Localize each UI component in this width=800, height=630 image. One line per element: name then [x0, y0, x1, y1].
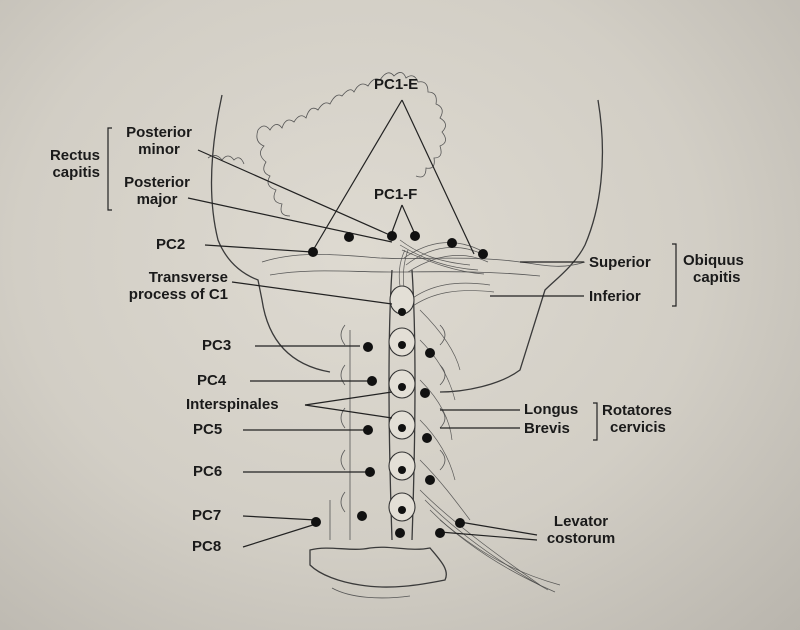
acupoints [308, 231, 488, 538]
label-rectus-capitis: Rectus capitis [28, 147, 100, 181]
label-levator-costorum: Levator costorum [536, 513, 626, 547]
label-transverse: Transverse [148, 269, 228, 286]
acupoint-pc1f-right [410, 231, 420, 241]
label-capitis-left: capitis [52, 164, 100, 181]
cranial-suture [257, 72, 446, 178]
label-pc7: PC7 [192, 507, 222, 524]
label-minor: minor [138, 141, 180, 158]
rectus-capitis-bracket [107, 127, 112, 211]
acupoint-c5-right [422, 433, 432, 443]
label-superior: Superior [589, 254, 651, 271]
label-rectus: Rectus [49, 147, 100, 164]
label-capitis-right: capitis [693, 269, 741, 286]
acupoint-c5-spine [398, 424, 406, 432]
label-pc8: PC8 [192, 538, 222, 555]
acupoint-c3-spine [398, 341, 406, 349]
acupoint-pc1f-left [387, 231, 397, 241]
acupoint-pc1e-right-a [447, 238, 457, 248]
thoracic-vertebra [309, 546, 447, 588]
label-posterior-2: Posterior [124, 174, 190, 191]
leader-lines [187, 99, 584, 548]
label-pc1-f: PC1-F [374, 186, 418, 203]
acupoint-pc7 [311, 517, 321, 527]
acupoint-c3-right [425, 348, 435, 358]
acupoint-c7-spine [398, 506, 406, 514]
label-rotatores: Rotatores [602, 402, 673, 419]
brackets [107, 127, 677, 441]
acupoint-pc1e-mid [344, 232, 354, 242]
acupoint-pc4 [367, 376, 377, 386]
label-inferior: Inferior [589, 288, 641, 305]
label-levator: Levator [553, 513, 609, 530]
acupoint-pc5 [363, 425, 373, 435]
label-pc3: PC3 [202, 337, 232, 354]
acupoint-pc3 [363, 342, 373, 352]
label-major: major [136, 191, 178, 208]
label-pc5: PC5 [193, 421, 223, 438]
label-pc6: PC6 [193, 463, 223, 480]
label-longus: Longus [524, 401, 579, 418]
acupoint-c1 [398, 308, 406, 316]
acupoint-c4-spine [398, 383, 406, 391]
label-interspinales: Interspinales [186, 396, 279, 413]
acupoint-levator-a [455, 518, 465, 528]
acupoint-pc1e-right-b [478, 249, 488, 259]
label-posterior-1: Posterior [126, 124, 192, 141]
label-rotatores-cervicis: Rotatores cervicis [602, 402, 672, 436]
vertebral-column [309, 269, 447, 599]
acupoint-c4-right [420, 388, 430, 398]
label-process-of-c1: process of C1 [128, 286, 228, 303]
rotatores-cervicis-bracket [593, 402, 598, 441]
acupoint-pc6 [365, 467, 375, 477]
label-posterior-minor: Posterior minor [114, 124, 204, 158]
label-cervicis: cervicis [610, 419, 666, 436]
label-pc4: PC4 [197, 372, 227, 389]
acupoint-levator-b [435, 528, 445, 538]
label-costorum: costorum [546, 530, 616, 547]
label-brevis: Brevis [524, 420, 570, 437]
label-transverse-process: Transverse process of C1 [100, 269, 228, 303]
acupoint-c7-mid [357, 511, 367, 521]
label-pc1-e: PC1-E [374, 76, 419, 93]
label-obliquus-capitis: Obiquus capitis [683, 252, 744, 286]
acupoint-pc1e-left [308, 247, 318, 257]
label-pc2: PC2 [156, 236, 186, 253]
label-obliquus: Obiquus [683, 252, 744, 269]
acupoint-c6-right [425, 475, 435, 485]
label-posterior-major: Posterior major [112, 174, 202, 208]
acupoint-pc8-spine [395, 528, 405, 538]
obliquus-capitis-bracket [672, 243, 677, 307]
acupoint-c6-spine [398, 466, 406, 474]
muscles [398, 239, 561, 593]
